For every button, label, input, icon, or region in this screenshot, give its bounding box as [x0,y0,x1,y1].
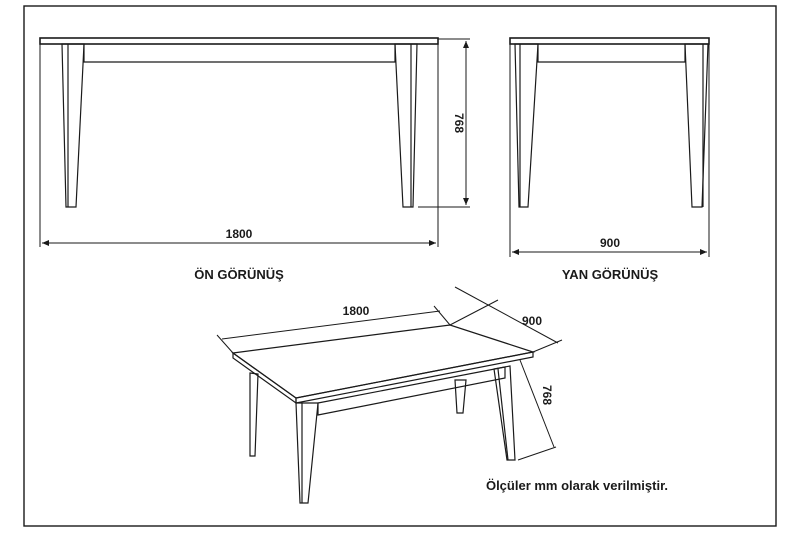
side-view-apron [537,44,686,63]
perspective-tabletop-side-edge [295,351,534,404]
perspective-length-dimension-line [221,310,441,340]
front-view-apron [83,44,396,63]
side-width-label: 900 [600,236,620,250]
front-view-right-leg [394,43,418,208]
perspective-back-right-leg [454,379,467,414]
side-view: 900 YAN GÖRÜNÜŞ [509,37,710,282]
side-view-left-leg [514,43,539,208]
front-view-title: ÖN GÖRÜNÜŞ [194,267,284,282]
perspective-length-label: 1800 [343,304,370,318]
front-width-label: 1800 [226,227,253,241]
front-view-tabletop [39,37,439,45]
perspective-front-left-leg [295,402,319,504]
drawing-frame [23,5,777,527]
perspective-tabletop-front-edge [232,351,297,405]
perspective-depth-dimension-line [454,286,559,344]
perspective-depth-label: 900 [522,314,542,328]
units-note: Ölçüler mm olarak verilmiştir. [486,478,668,493]
perspective-height-label: 768 [540,385,554,405]
perspective-back-left-leg [249,372,259,457]
perspective-tabletop-surface [231,324,536,399]
side-view-right-leg [684,43,709,208]
perspective-front-right-leg [493,365,516,461]
perspective-height-dimension-line [519,359,555,448]
front-height-label: 768 [452,113,466,133]
front-view-left-leg [61,43,85,208]
side-view-tabletop [509,37,710,45]
perspective-view: 1800 900 768 [216,286,563,504]
side-view-title: YAN GÖRÜNÜŞ [562,267,659,282]
perspective-front-apron [317,366,506,416]
front-view: 768 1800 ÖN GÖRÜNÜŞ [39,37,470,282]
